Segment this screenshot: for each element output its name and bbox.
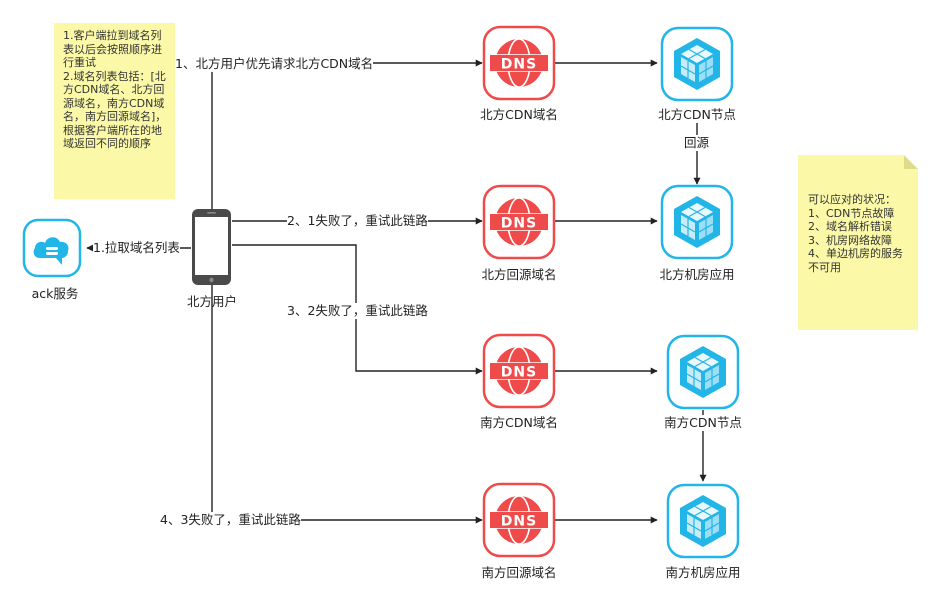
north-app-label: 北方机房应用 [659, 267, 735, 282]
dns-south-cdn-icon[interactable]: DNS [482, 333, 556, 413]
dns-north-origin-label: 北方回源域名 [481, 267, 557, 282]
svg-text:DNS: DNS [501, 216, 537, 232]
scenarios-note: 可以应对的状况： 1、CDN节点故障 2、域名解析错误 3、机房网络故障 4、单… [798, 155, 918, 330]
scenarios-note-text: 可以应对的状况： 1、CDN节点故障 2、域名解析错误 3、机房网络故障 4、单… [808, 193, 903, 274]
edge-step1 [211, 59, 483, 210]
edge-label-step3: 3、2失败了，重试此链路 [287, 303, 428, 319]
edge-label-step1: 1、北方用户优先请求北方CDN域名 [175, 56, 374, 72]
north-cdn-node-label: 北方CDN节点 [658, 107, 736, 123]
dns-south-origin-label: 南方回源域名 [481, 565, 557, 580]
dns-north-cdn-icon[interactable]: DNS [482, 25, 556, 105]
south-app-label: 南方机房应用 [665, 565, 741, 580]
svg-text:DNS: DNS [501, 365, 537, 381]
svg-text:DNS: DNS [501, 57, 537, 73]
south-cdn-node-label: 南方CDN节点 [664, 415, 742, 431]
svg-text:DNS: DNS [501, 514, 537, 530]
ack-service-label: ack服务 [31, 286, 79, 301]
note-fold-icon [904, 155, 918, 169]
dns-south-origin-icon[interactable]: DNS [482, 482, 556, 562]
cloud-service-icon[interactable] [22, 218, 82, 278]
client-retry-note-text: 1.客户端拉到域名列表以后会按照顺序进行重试 2.域名列表包括：[北方CDN域名… [63, 29, 167, 150]
south-app-icon[interactable] [666, 483, 740, 563]
edge-label-step4: 4、3失败了，重试此链路 [160, 512, 301, 528]
edge-label-step2: 2、1失败了，重试此链路 [287, 213, 428, 229]
mobile-phone-icon[interactable] [191, 208, 232, 286]
north-user-label: 北方用户 [186, 294, 238, 309]
client-retry-note: 1.客户端拉到域名列表以后会按照顺序进行重试 2.域名列表包括：[北方CDN域名… [54, 23, 175, 199]
south-cdn-node-icon[interactable] [666, 334, 740, 414]
dns-north-origin-icon[interactable]: DNS [482, 184, 556, 264]
north-cdn-node-icon[interactable] [660, 26, 734, 106]
edge-step4 [211, 285, 483, 524]
north-app-icon[interactable] [660, 184, 734, 264]
dns-south-cdn-label: 南方CDN域名 [480, 415, 558, 430]
edge-label-pull-list: 1.拉取域名列表 [93, 240, 180, 256]
dns-north-cdn-label: 北方CDN域名 [480, 107, 558, 122]
edge-label-origin-fetch: 回源 [684, 135, 710, 151]
